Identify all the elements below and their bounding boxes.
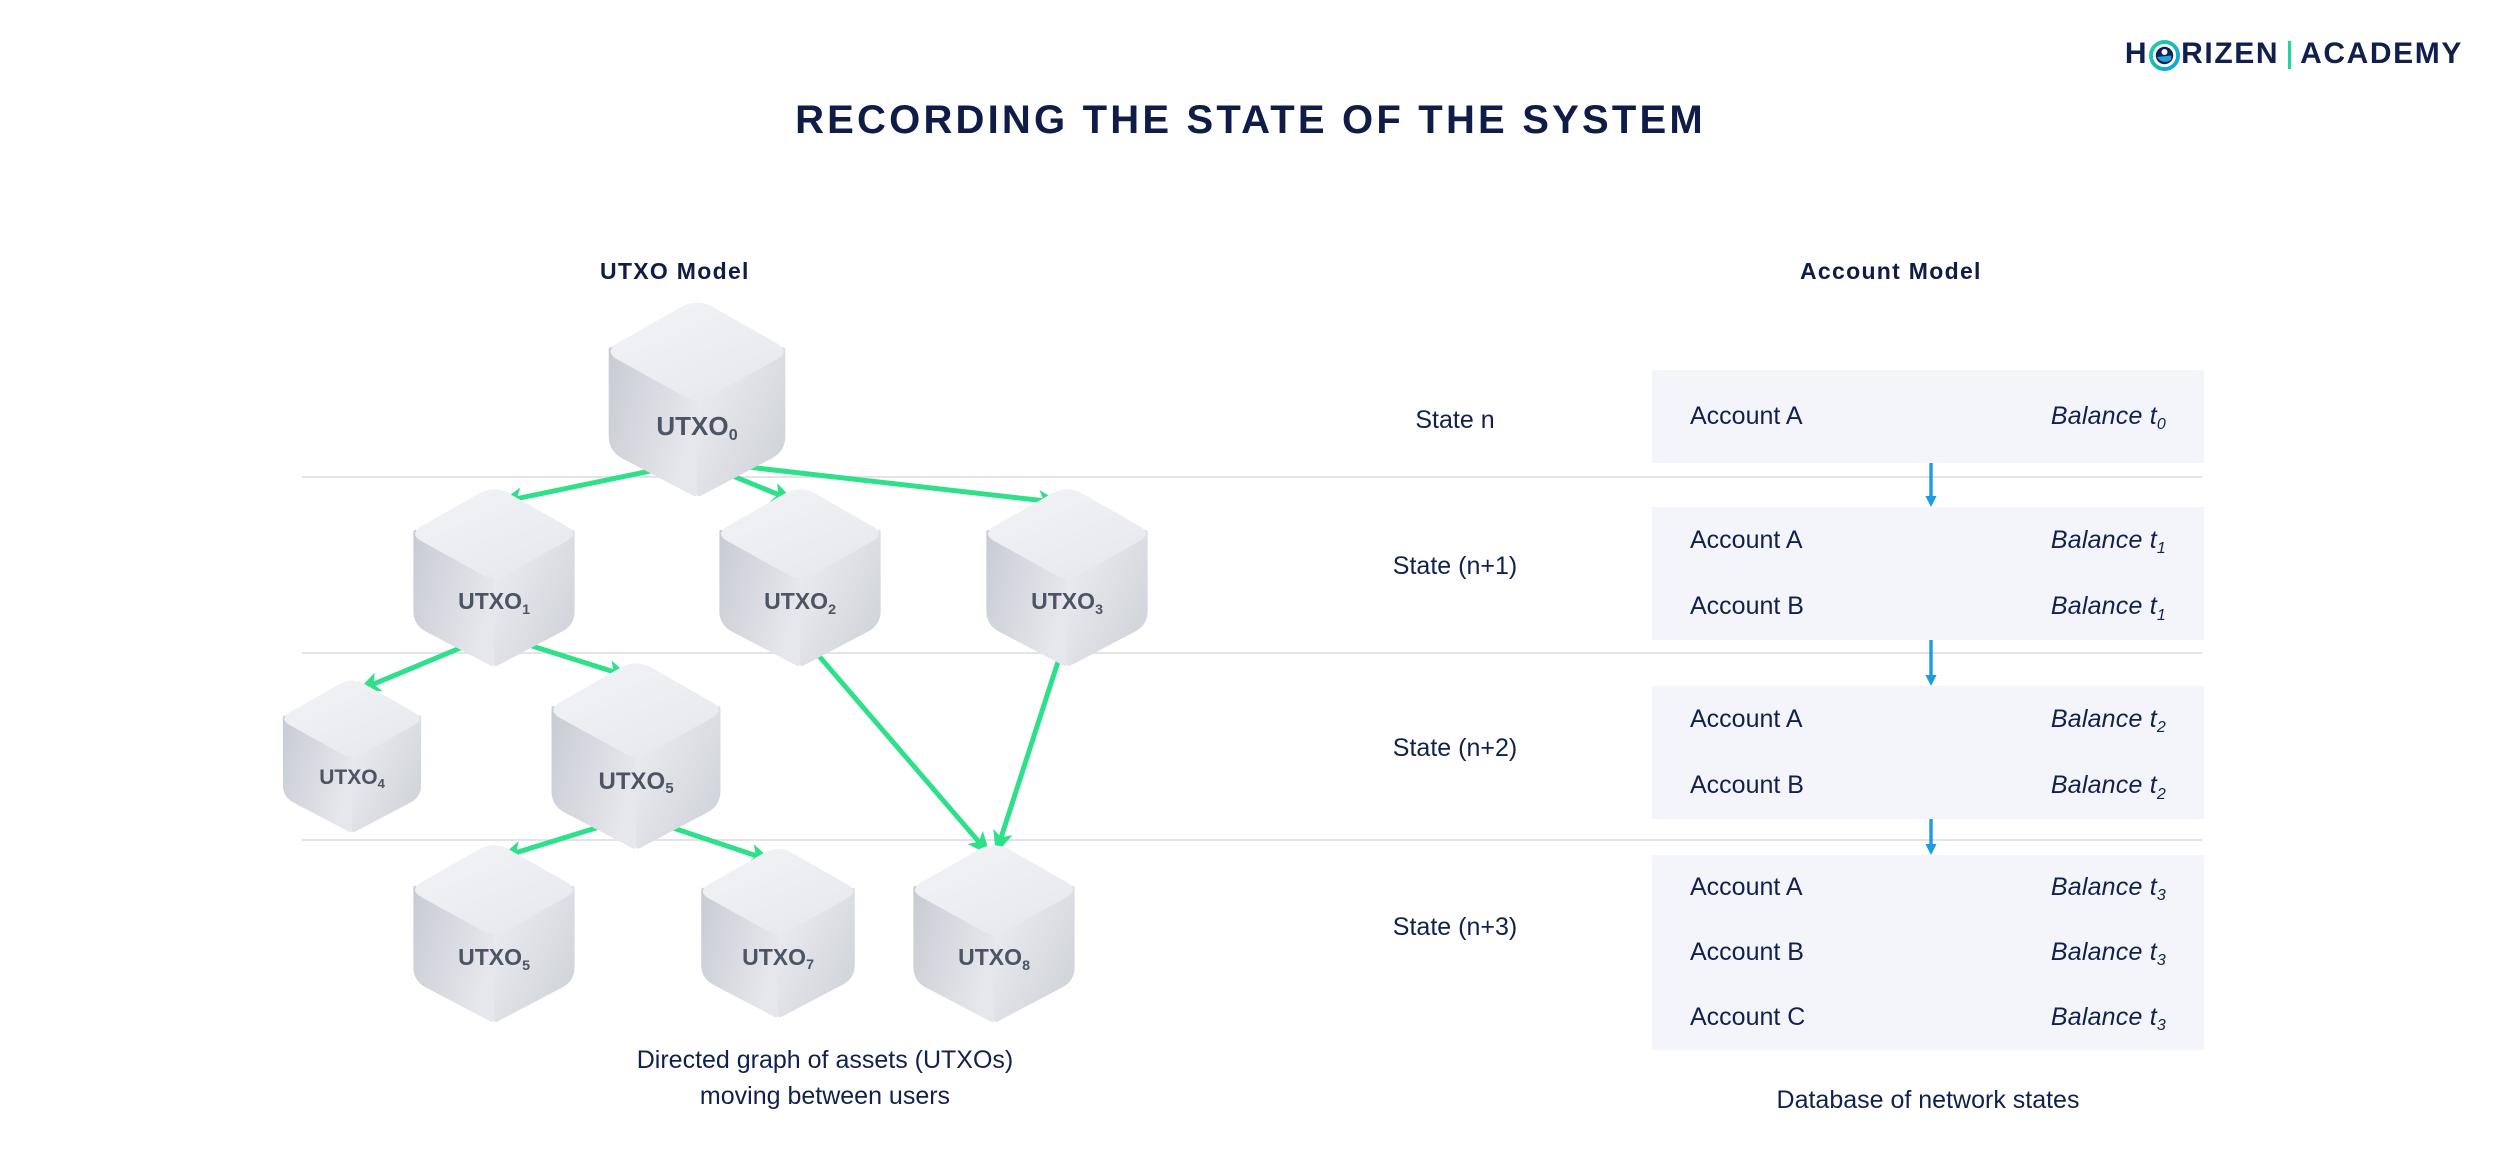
account-caption: Database of network states <box>1776 1086 2080 1114</box>
utxo-cube-5: UTXO5 <box>548 659 724 854</box>
cube-shape-icon <box>719 488 881 666</box>
utxo-cube-1: UTXO1 <box>410 485 578 671</box>
account-row: Account B Balance t1 <box>1652 574 2204 641</box>
account-name: Account B <box>1690 938 1804 966</box>
account-name: Account A <box>1690 402 1803 430</box>
cube-shape-icon <box>282 680 422 833</box>
state-transition-arrow-0 <box>1924 463 1938 507</box>
utxo-caption-line-0: Directed graph of assets (UTXOs) <box>636 1046 1014 1074</box>
account-name: Account A <box>1690 704 1803 733</box>
utxo-edge-utxo-3-to-utxo-8 <box>993 638 1068 854</box>
account-balance: Balance t2 <box>2050 704 2166 737</box>
account-balance: Balance t3 <box>2050 938 2166 970</box>
account-name: Account B <box>1690 592 1804 621</box>
account-balance: Balance t3 <box>2050 873 2166 905</box>
account-row: Account B Balance t3 <box>1652 920 2204 985</box>
account-panel-2: Account A Balance t2 Account B Balance t2 <box>1652 686 2204 819</box>
cube-shape-icon <box>551 663 721 850</box>
account-balance: Balance t3 <box>2050 1003 2166 1035</box>
cube-shape-icon <box>913 844 1075 1022</box>
utxo-cube-8: UTXO8 <box>910 841 1078 1027</box>
utxo-cube-3: UTXO3 <box>983 485 1151 671</box>
account-row: Account A Balance t2 <box>1652 686 2204 753</box>
utxo-cube-4: UTXO4 <box>280 677 424 837</box>
cube-shape-icon <box>413 844 575 1022</box>
state-label-2: State (n+2) <box>1392 734 1518 762</box>
utxo-cube-7: UTXO7 <box>698 845 858 1023</box>
cube-shape-icon <box>986 488 1148 666</box>
down-arrow-icon <box>1925 463 1937 507</box>
account-name: Account A <box>1690 873 1803 901</box>
account-row: Account A Balance t3 <box>1652 855 2204 920</box>
account-row: Account A Balance t0 <box>1652 370 2204 463</box>
cube-shape-icon <box>701 849 855 1018</box>
state-divider-0 <box>302 476 2202 478</box>
state-divider-1 <box>302 652 2202 654</box>
account-balance: Balance t1 <box>2050 525 2166 558</box>
down-arrow-icon <box>1925 640 1937 686</box>
account-row: Account A Balance t1 <box>1652 507 2204 574</box>
brand-h-letter: H <box>2124 37 2149 70</box>
cube-shape-icon <box>608 302 786 497</box>
account-panel-0: Account A Balance t0 <box>1652 370 2204 463</box>
utxo-caption-line-1: moving between users <box>699 1081 951 1110</box>
down-arrow-icon <box>1925 819 1937 855</box>
utxo-edge-utxo-2-to-utxo-8 <box>802 636 991 855</box>
state-transition-arrow-2 <box>1924 819 1938 855</box>
account-balance: Balance t1 <box>2050 592 2166 624</box>
account-balance: Balance t0 <box>2050 402 2166 434</box>
brand-horizen: H RIZEN <box>2124 37 2280 71</box>
state-label-0: State n <box>1415 406 1495 434</box>
account-name: Account C <box>1690 1003 1806 1031</box>
state-divider-2 <box>302 839 2202 841</box>
brand-rizen-letters: RIZEN <box>2181 37 2280 70</box>
utxo-cube-5: UTXO5 <box>410 841 578 1027</box>
utxo-cube-0: UTXO0 <box>605 298 789 502</box>
cube-shape-icon <box>413 488 575 666</box>
state-label-3: State (n+3) <box>1392 913 1518 941</box>
state-transition-arrow-1 <box>1924 640 1938 686</box>
state-label-1: State (n+1) <box>1392 552 1518 580</box>
account-model-heading: Account Model <box>1800 258 1982 284</box>
account-row: Account C Balance t3 <box>1652 985 2204 1050</box>
utxo-caption: Directed graph of assets (UTXOs) moving b… <box>300 1043 1350 1114</box>
utxo-model-heading: UTXO Model <box>600 258 750 284</box>
brand-academy: ACADEMY <box>2300 37 2463 70</box>
page-title: RECORDING THE STATE OF THE SYSTEM <box>795 98 1706 142</box>
utxo-cube-2: UTXO2 <box>716 485 884 671</box>
account-name: Account A <box>1690 525 1803 554</box>
horizen-circle-logo-icon <box>2149 39 2181 71</box>
account-row: Account B Balance t2 <box>1652 753 2204 820</box>
account-panel-1: Account A Balance t1 Account B Balance t1 <box>1652 507 2204 640</box>
account-balance: Balance t2 <box>2050 771 2166 803</box>
brand-separator-icon <box>2288 41 2292 69</box>
account-name: Account B <box>1690 771 1804 800</box>
utxo-edge-utxo-0-to-utxo-3 <box>702 459 1062 511</box>
brand-logo: H RIZEN ACADEMY <box>2125 32 2463 76</box>
